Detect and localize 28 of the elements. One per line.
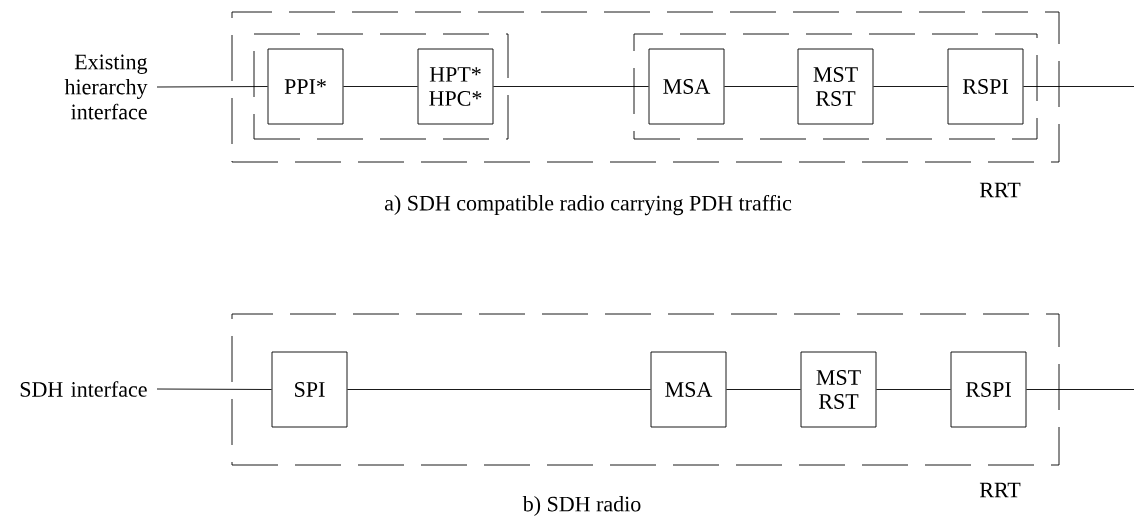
connector-line	[873, 86, 948, 87]
function-box: HPT* HPC*	[417, 48, 494, 125]
connector-line	[343, 86, 418, 87]
function-box: SPI	[271, 351, 348, 428]
interface-label: Existing hierarchy interface	[64, 54, 148, 120]
node-label: RRT	[979, 482, 1021, 498]
function-box: MSA	[648, 48, 725, 125]
connector-line	[724, 86, 798, 87]
connector-line	[1026, 389, 1134, 390]
function-box: MST RST	[800, 351, 877, 428]
node-label: RRT	[979, 182, 1021, 198]
connector-line	[156, 86, 268, 88]
connector-line	[876, 389, 951, 390]
function-box: MST RST	[797, 48, 874, 125]
connector-line	[726, 389, 801, 390]
function-box: PPI*	[267, 48, 344, 125]
dashed-box	[633, 33, 1038, 140]
interface-label: SDH interface	[20, 381, 147, 397]
caption: a) SDH compatible radio carrying PDH traffic	[384, 194, 792, 216]
connector-line	[493, 86, 649, 87]
function-box: MSA	[650, 351, 727, 428]
dashed-box	[253, 33, 509, 140]
connector-line	[347, 389, 651, 390]
function-box: RSPI	[947, 48, 1024, 125]
function-box: RSPI	[950, 351, 1027, 428]
connector-line	[156, 388, 272, 390]
connector-line	[1023, 86, 1134, 87]
caption: b) SDH radio	[522, 496, 641, 516]
